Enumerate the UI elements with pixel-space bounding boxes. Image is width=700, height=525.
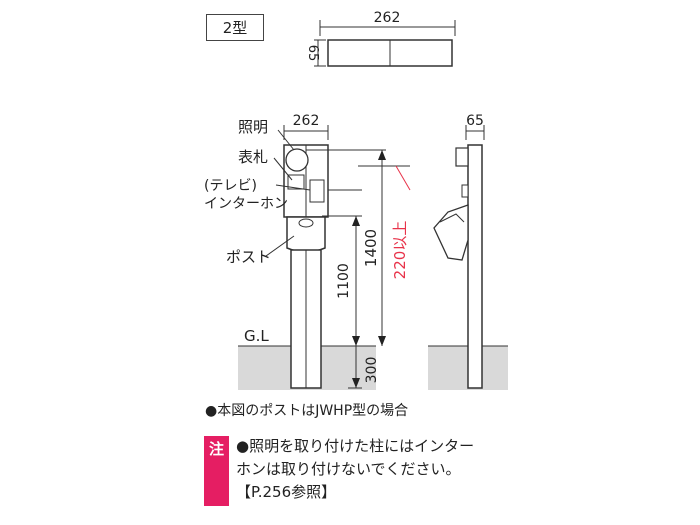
top-width-dim: 262 bbox=[374, 10, 401, 26]
dim-300: 300 bbox=[364, 357, 380, 384]
label-intercom-line2: インターホン bbox=[204, 196, 288, 212]
label-post: ポスト bbox=[226, 248, 271, 266]
side-light bbox=[455, 147, 469, 167]
label-light: 照明 bbox=[238, 118, 268, 136]
dim-220-above: 220以上 bbox=[391, 221, 409, 280]
intercom-unit bbox=[309, 179, 325, 203]
label-intercom-line1: (テレビ) bbox=[204, 178, 257, 194]
caution-line-2: ホンは取り付けないでください。 bbox=[236, 460, 461, 478]
light-fixture bbox=[285, 148, 309, 172]
dim-1100: 1100 bbox=[336, 263, 352, 299]
front-view: 262 照明 表札 (テレビ) インターホン ポスト G.L bbox=[204, 113, 411, 389]
side-mailbox bbox=[433, 204, 469, 261]
front-width-dim: 262 bbox=[293, 113, 320, 129]
top-depth-dim: 65 bbox=[305, 45, 320, 62]
nameplate bbox=[287, 174, 305, 190]
caution-text: ●照明を取り付けた柱にはインター ホンは取り付けないでください。 【P.256参… bbox=[236, 435, 474, 504]
main-note: ●本図のポストはJWHP型の場合 bbox=[205, 403, 409, 419]
side-view: 65 bbox=[433, 113, 485, 389]
top-view: 262 65 bbox=[305, 10, 456, 67]
label-nameplate: 表札 bbox=[238, 148, 268, 166]
caution-badge: 注 bbox=[204, 436, 229, 506]
label-ground: G.L bbox=[244, 327, 269, 345]
type-label: 2型 bbox=[206, 14, 264, 41]
caution-line-3: 【P.256参照】 bbox=[236, 483, 337, 501]
dim-1400: 1400 bbox=[362, 229, 380, 267]
side-depth-dim: 65 bbox=[466, 113, 484, 129]
caution-line-1: ●照明を取り付けた柱にはインター bbox=[236, 437, 475, 455]
